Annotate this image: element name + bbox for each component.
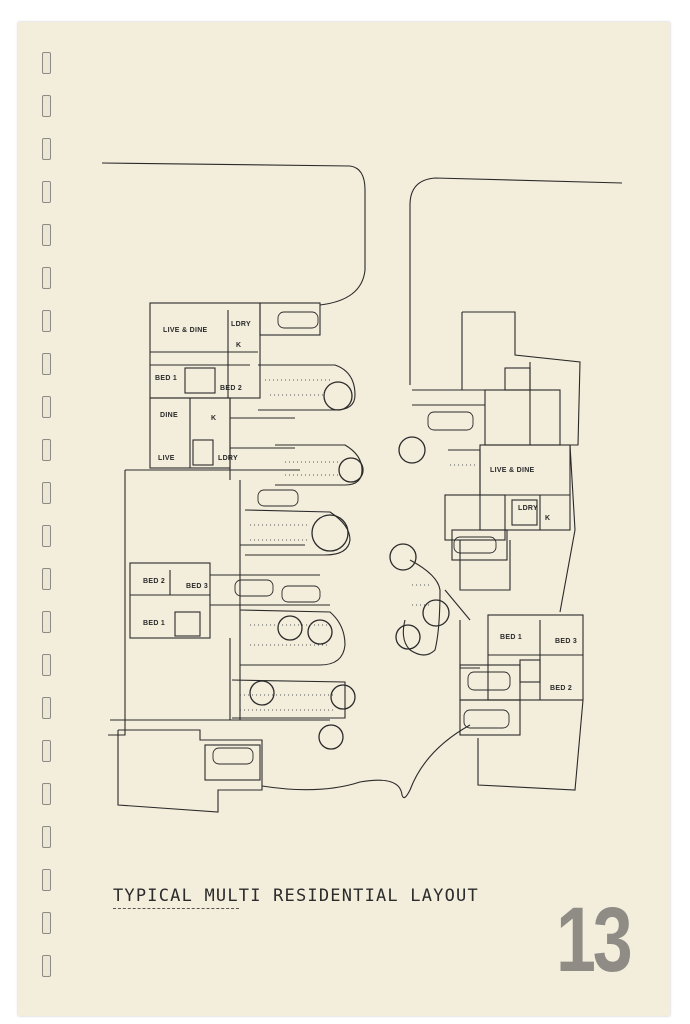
label-dine: DINE [160,412,178,419]
label-ldry: LDRY [218,455,238,462]
garden-left-5 [231,679,346,719]
label-k: K [211,415,216,422]
binder-hole [42,955,51,977]
garden-left-4 [239,609,346,666]
binder-hole [42,396,51,418]
road-edge-bottom [261,724,471,799]
label-k: K [545,515,550,522]
room-labels: LIVE & DINE LDRY K BED 1 BED 2 DINE K LI… [143,321,577,692]
label-bed1: BED 1 [500,634,522,641]
binder-hole [42,224,51,246]
binder-hole [42,310,51,332]
label-bed2: BED 2 [220,385,242,392]
label-ldry: LDRY [518,505,538,512]
garden-right [402,559,441,656]
parked-cars [212,311,511,765]
binder-hole [42,267,51,289]
binder-hole [42,654,51,676]
binder-hole [42,138,51,160]
binder-hole [42,912,51,934]
label-live-dine: LIVE & DINE [163,327,208,334]
binder-hole [42,740,51,762]
road-edge-right [409,177,623,385]
binder-hole [42,697,51,719]
left-cluster [108,302,330,813]
label-bed3: BED 3 [555,638,577,645]
binder-hole [42,826,51,848]
binder-hole [42,353,51,375]
garden-left-2 [275,444,363,486]
label-bed3: BED 3 [186,583,208,590]
binder-hole [42,525,51,547]
page-caption: TYPICAL MULTI RESIDENTIAL LAYOUT [113,886,479,906]
binder-hole [42,783,51,805]
road-edge-left [101,162,366,306]
binder-holes [36,0,58,994]
binder-hole [42,568,51,590]
page-number: 13 [556,889,633,991]
right-cluster [412,311,584,791]
label-live: LIVE [158,455,175,462]
label-bed2: BED 2 [143,578,165,585]
label-bed2: BED 2 [550,685,572,692]
label-k: K [236,342,241,349]
garden-stipple [240,379,478,711]
binder-hole [42,482,51,504]
binder-hole [42,52,51,74]
path-right [448,449,481,495]
binder-hole [42,95,51,117]
binder-hole [42,181,51,203]
binder-hole [42,439,51,461]
label-ldry: LDRY [231,321,251,328]
binder-hole [42,611,51,633]
caption-underline [113,908,239,909]
garden-left-1 [258,364,356,411]
label-bed1: BED 1 [143,620,165,627]
garden-left-3 [244,509,351,556]
binder-hole [42,869,51,891]
document-page [18,22,670,1016]
label-live-dine: LIVE & DINE [490,467,535,474]
label-bed1: BED 1 [155,375,177,382]
trees [249,381,450,750]
